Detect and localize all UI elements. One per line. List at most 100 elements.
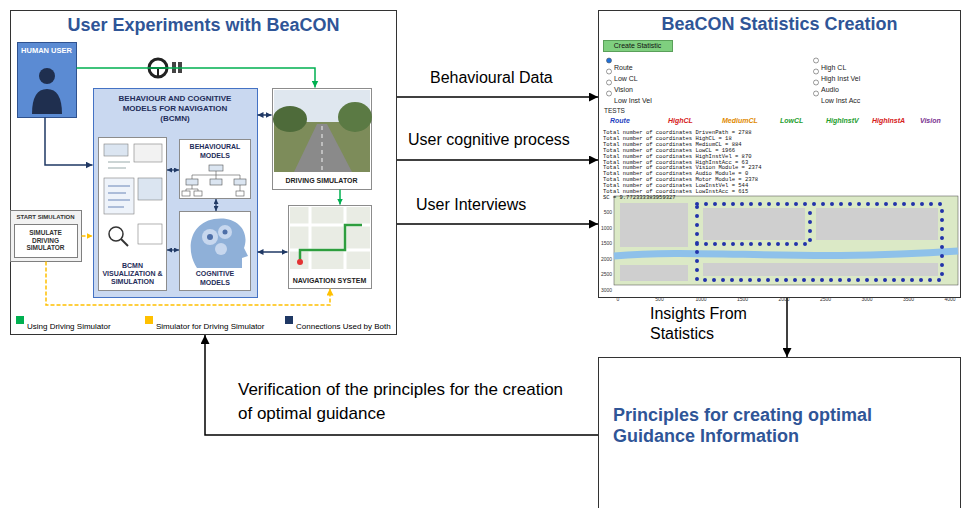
tree-leaf bbox=[182, 191, 190, 196]
radio-button bbox=[607, 91, 612, 96]
radio-button bbox=[814, 91, 819, 96]
pedal bbox=[178, 62, 182, 73]
box-label: DRIVING SIMULATOR bbox=[275, 177, 369, 186]
label-holder: 2500 bbox=[814, 287, 838, 305]
box-label: NAVIGATION SYSTEM bbox=[291, 277, 369, 286]
label-holder: 2500 bbox=[599, 262, 612, 280]
wheel-spokes bbox=[149, 68, 167, 77]
route-dots bbox=[697, 204, 942, 280]
edge-label-holder: Behavioural Data bbox=[430, 68, 600, 87]
magnifier-handle bbox=[121, 239, 128, 246]
mini-panel bbox=[138, 178, 162, 200]
nav-position bbox=[297, 259, 303, 265]
axis-tick: 2500 bbox=[601, 271, 612, 277]
connector bbox=[397, 223, 598, 225]
road bbox=[294, 124, 352, 172]
legend-swatch bbox=[16, 316, 24, 324]
option-label: Low Inst Vel bbox=[614, 97, 652, 104]
magnifier bbox=[109, 227, 123, 241]
axis-tick: 0 bbox=[617, 296, 620, 302]
connector bbox=[167, 169, 179, 170]
axis-tick: 3500 bbox=[903, 296, 914, 302]
nav-map bbox=[290, 207, 370, 269]
axis-tick: 1500 bbox=[737, 296, 748, 302]
legend-swatch bbox=[145, 316, 153, 324]
option-label: Low CL bbox=[614, 75, 638, 82]
model-group-box: BEHAVIOUR AND COGNITIVE MODELS FOR NAVIG… bbox=[93, 88, 258, 298]
label-holder: 1500 bbox=[731, 287, 755, 305]
label-holder: 3000 bbox=[855, 287, 879, 305]
person-body bbox=[32, 89, 62, 114]
building bbox=[620, 265, 688, 281]
button-box: SIMULATE DRIVING SIMULATOR bbox=[14, 224, 78, 258]
label-holder: 3500 bbox=[897, 287, 921, 305]
axis-tick: 3000 bbox=[601, 287, 612, 293]
option-label: Vision bbox=[614, 86, 633, 93]
radio-button bbox=[607, 58, 612, 63]
button-label: Create Statistic bbox=[606, 42, 670, 50]
radio-button bbox=[814, 58, 819, 63]
tree-node bbox=[209, 165, 223, 171]
option-label: High CL bbox=[821, 64, 846, 71]
module-box: BEHAVIOURAL MODELS bbox=[179, 139, 251, 199]
experiment-panel: User Experiments with BeaCON HUMAN USER BE… bbox=[10, 10, 397, 335]
label-holder: 2000 bbox=[772, 287, 796, 305]
person-head bbox=[39, 68, 55, 84]
nav-route bbox=[300, 225, 362, 262]
label-holder: HighInstA bbox=[872, 109, 905, 127]
tree-leaf bbox=[236, 191, 244, 196]
box-title: Principles for creating optimal Guidance… bbox=[613, 405, 913, 447]
legend-label: Using Driving Simulator bbox=[27, 322, 111, 331]
panel-title: BeaCON Statistics Creation bbox=[605, 14, 954, 35]
connector bbox=[258, 114, 272, 116]
option-label: Audio bbox=[821, 86, 839, 93]
legend-label: Simulator for Driving Simulator bbox=[156, 322, 264, 331]
label-holder: 500 bbox=[599, 200, 612, 218]
box-label: HUMAN USER bbox=[20, 46, 74, 55]
edge-label: Insights From Statistics bbox=[650, 305, 747, 342]
connector bbox=[46, 262, 330, 306]
axis-tick: 2500 bbox=[820, 296, 831, 302]
option-label: Route bbox=[614, 64, 633, 71]
mini-lines bbox=[108, 186, 130, 207]
series-key: HighInstV bbox=[826, 117, 859, 124]
label-holder: Vision bbox=[920, 109, 941, 127]
brain-lobe bbox=[215, 243, 227, 255]
radio-button bbox=[814, 80, 819, 85]
mini-window bbox=[104, 144, 128, 156]
mini-lines bbox=[108, 162, 130, 168]
label-holder: LowCL bbox=[780, 109, 803, 127]
principles-box: Principles for creating optimal Guidance… bbox=[598, 357, 961, 508]
series-key: MediumCL bbox=[722, 117, 758, 124]
module-box: COGNITIVE MODELS bbox=[179, 211, 251, 291]
box-label: BEHAVIOUR AND COGNITIVE MODELS FOR NAVIG… bbox=[112, 94, 239, 124]
tree bbox=[338, 102, 372, 132]
sky bbox=[274, 90, 370, 172]
button: Create Statistic bbox=[603, 40, 673, 52]
panel-title: User Experiments with BeaCON bbox=[17, 14, 390, 36]
label-holder: HighCL bbox=[668, 109, 693, 127]
label-holder: MediumCL bbox=[722, 109, 758, 127]
label-holder: 4000 bbox=[938, 287, 962, 305]
connector bbox=[215, 199, 216, 211]
section-label: TESTS bbox=[604, 107, 625, 114]
option-label: Low Inst Acc bbox=[821, 97, 860, 104]
tree-node bbox=[210, 179, 222, 185]
edge-label-holder: User Interviews bbox=[416, 195, 591, 214]
tree-links bbox=[186, 171, 240, 191]
edge-label: Verification of the principles for the c… bbox=[238, 380, 563, 423]
radio-button bbox=[814, 69, 819, 74]
legend-item: Simulator for Driving Simulator bbox=[145, 315, 253, 333]
simulator-box: DRIVING SIMULATOR bbox=[272, 88, 372, 190]
box-label: SIMULATE DRIVING SIMULATOR bbox=[17, 229, 75, 252]
label-holder: 3000 bbox=[599, 278, 612, 296]
box-label: COGNITIVE MODELS bbox=[182, 270, 248, 287]
series-key: HighCL bbox=[668, 117, 693, 124]
ground bbox=[274, 122, 370, 172]
pedal bbox=[172, 62, 176, 73]
navigation-box: NAVIGATION SYSTEM bbox=[288, 205, 372, 289]
legend-swatch bbox=[285, 316, 293, 324]
gear bbox=[223, 230, 228, 235]
legend-item: Connections Used by Both bbox=[285, 315, 380, 333]
connector bbox=[167, 249, 179, 250]
